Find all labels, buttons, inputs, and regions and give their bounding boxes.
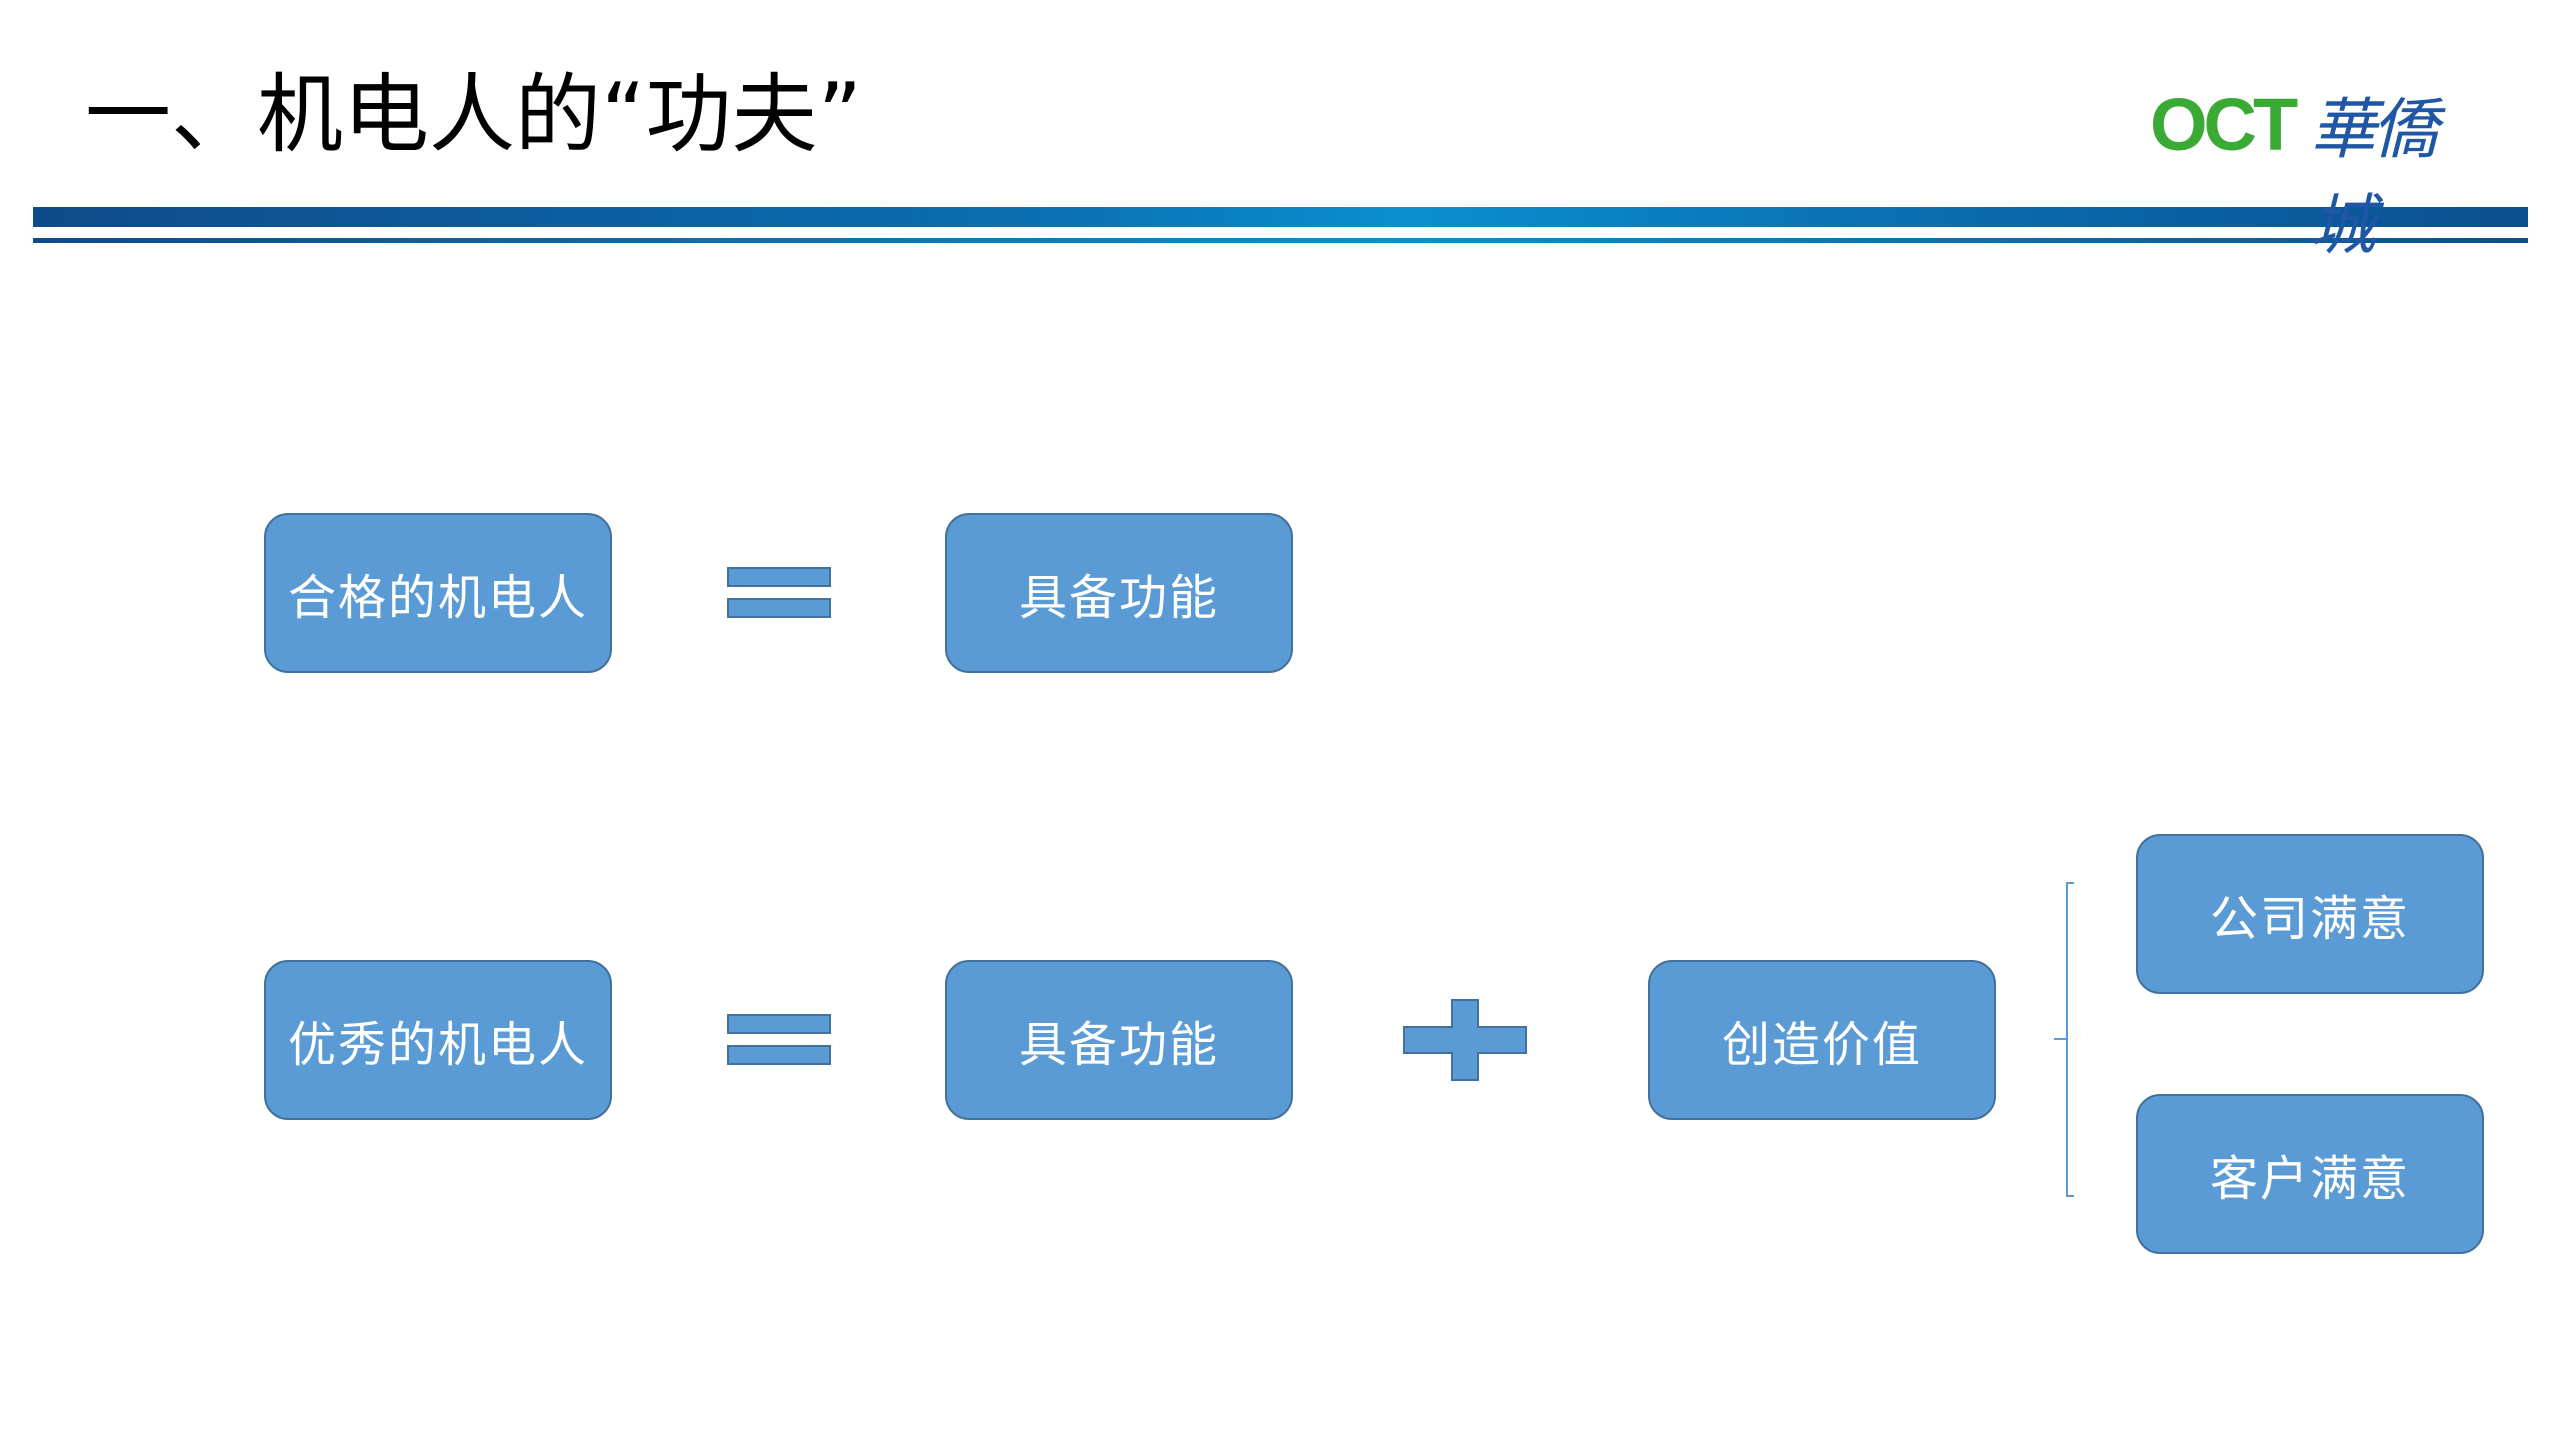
box-excellent-mep: 优秀的机电人: [264, 960, 612, 1120]
oct-logo: OCT 華僑城: [2150, 60, 2490, 264]
box-create-value: 创造价值: [1648, 960, 1996, 1120]
box-functions: 具备功能: [945, 513, 1293, 673]
slide-title: 一、机电人的“功夫”: [85, 65, 863, 165]
box-qualified-mep: 合格的机电人: [264, 513, 612, 673]
header-divider-thick: [33, 207, 2528, 227]
plus-icon: [1403, 999, 1527, 1081]
logo-latin: OCT: [2150, 83, 2298, 166]
header-divider-thin: [33, 238, 2528, 243]
bracket: [2066, 882, 2074, 1197]
equals-icon: [727, 567, 831, 619]
box-customer-satisfied: 客户满意: [2136, 1094, 2484, 1254]
logo-chinese: 華僑城: [2310, 91, 2438, 264]
equals-icon: [727, 1014, 831, 1066]
box-company-satisfied: 公司满意: [2136, 834, 2484, 994]
bracket-tick: [2054, 1038, 2066, 1040]
box-functions-2: 具备功能: [945, 960, 1293, 1120]
